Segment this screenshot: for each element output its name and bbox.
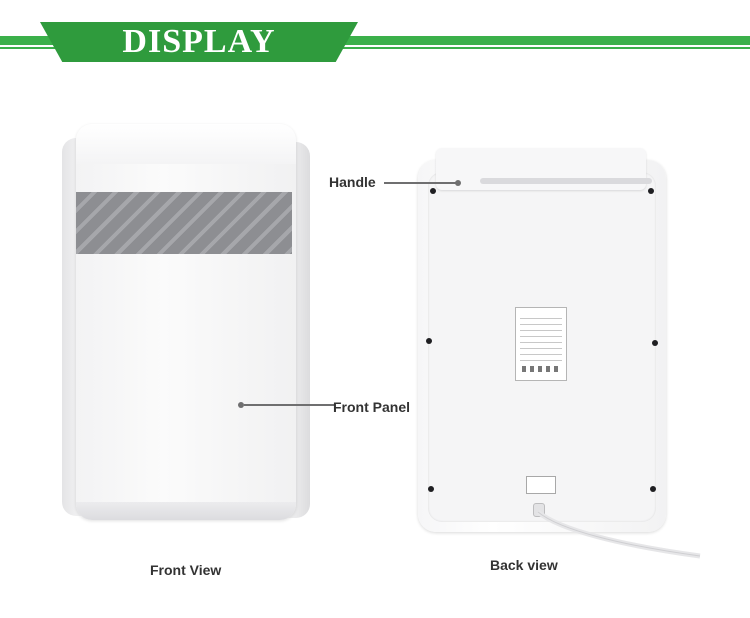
spec-row [520,330,562,331]
certification-icons [522,366,560,372]
serial-tag-sticker [526,476,556,494]
page-title: DISPLAY [122,23,276,60]
screw-icon [426,338,432,344]
back-device-handle [436,148,652,190]
front-device-body [76,124,296,520]
screw-icon [652,340,658,346]
screw-icon [430,188,436,194]
front-panel-callout-line [244,404,334,406]
front-view-caption: Front View [150,562,222,578]
spec-row [520,324,562,325]
screw-icon [650,486,656,492]
spec-row [520,360,562,361]
front-panel-label: Front Panel [333,399,411,415]
display-banner: DISPLAY [0,0,750,80]
banner-stripe-right [340,36,750,45]
screw-icon [428,486,434,492]
handle-slot [480,178,652,184]
spec-row [520,336,562,337]
front-device-grille [76,192,292,254]
banner-thin-stripe-left [0,47,60,49]
front-view-device-image [62,122,334,522]
front-device-top-cap [76,124,296,164]
spec-row [520,354,562,355]
handle-callout-dot [455,180,461,186]
handle-label: Handle [329,174,376,190]
spec-row [520,318,562,319]
handle-callout-line [384,182,456,184]
banner-title-plate [40,22,358,62]
banner-stripe-left [0,36,60,45]
back-view-caption: Back view [490,557,558,573]
front-panel-callout-dot [238,402,244,408]
front-device-base [76,502,296,520]
screw-icon [648,188,654,194]
rating-label-sticker [515,307,567,381]
spec-row [520,342,562,343]
banner-thin-stripe-right [340,47,750,49]
spec-row [520,348,562,349]
